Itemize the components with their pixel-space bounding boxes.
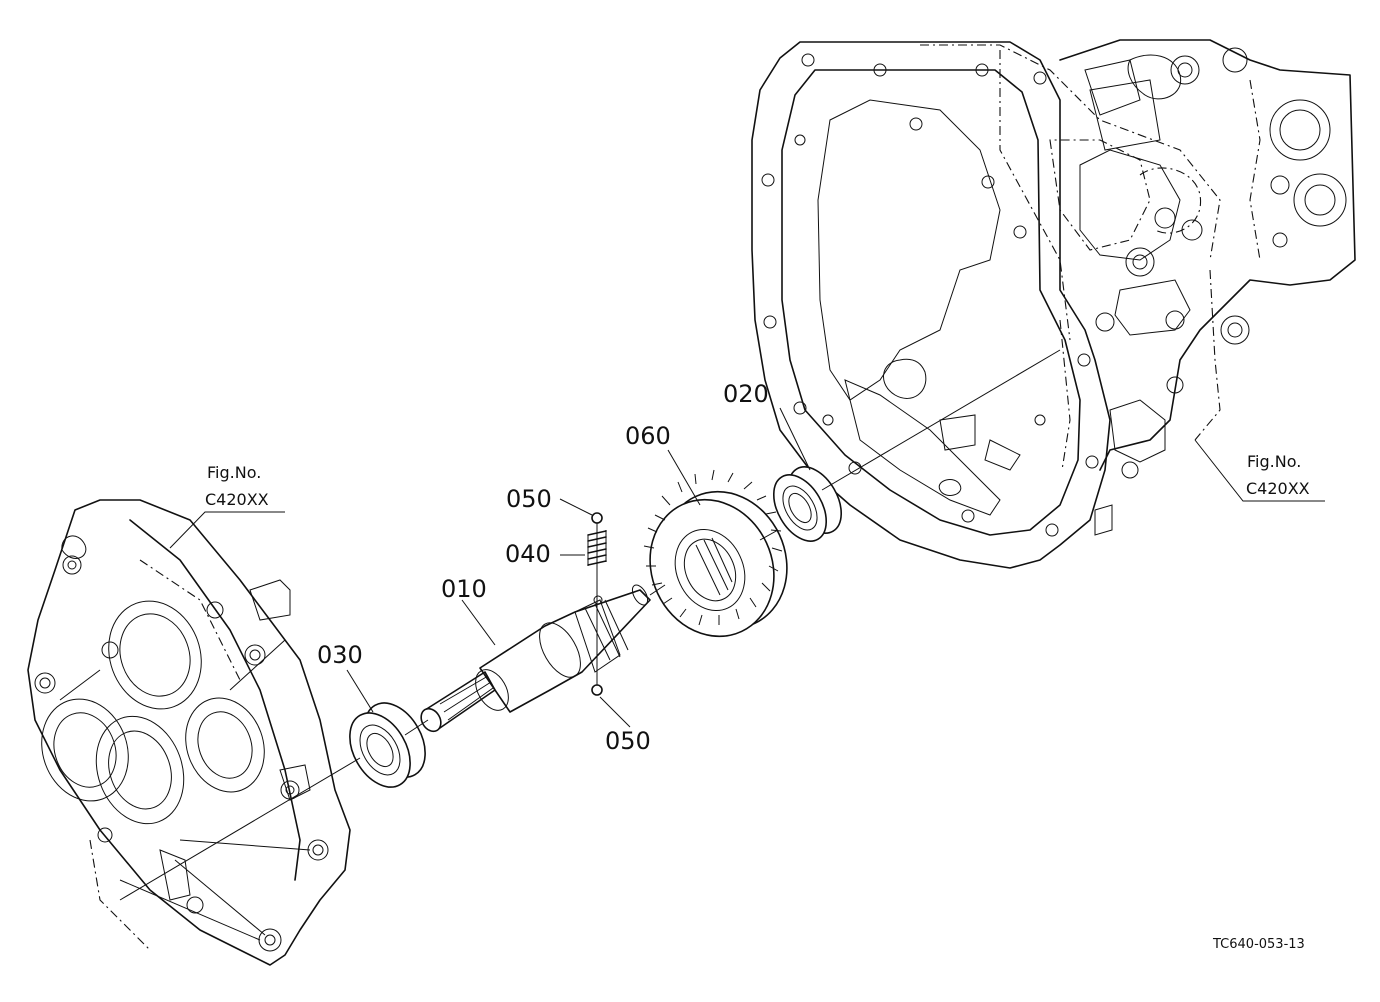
fig-ref-left-line1: Fig.No. [207,463,261,482]
fig-ref-right-line2: C420XX [1246,479,1310,498]
shaft-010 [420,584,651,733]
leader-lines [169,407,1325,728]
bearing-030 [349,702,426,788]
part-label-030: 030 [317,641,363,669]
bearing-020 [772,466,843,542]
part-label-010: 010 [441,575,487,603]
fig-ref-right-line1: Fig.No. [1247,452,1301,471]
fig-ref-left-line2: C420XX [205,490,269,509]
drawing-code: TC640-053-13 [1212,937,1305,952]
gear-060 [643,469,788,638]
part-label-050-upper: 050 [506,485,552,513]
part-label-060: 060 [625,422,671,450]
part-label-020: 020 [723,380,769,408]
ball-050-lower [591,684,603,696]
front-cover-left [27,499,351,966]
ball-050-upper [591,512,603,524]
transmission-case-right [751,39,1356,569]
part-label-050-lower: 050 [605,727,651,755]
assembly-axis [119,349,1061,901]
part-label-040: 040 [505,540,551,568]
